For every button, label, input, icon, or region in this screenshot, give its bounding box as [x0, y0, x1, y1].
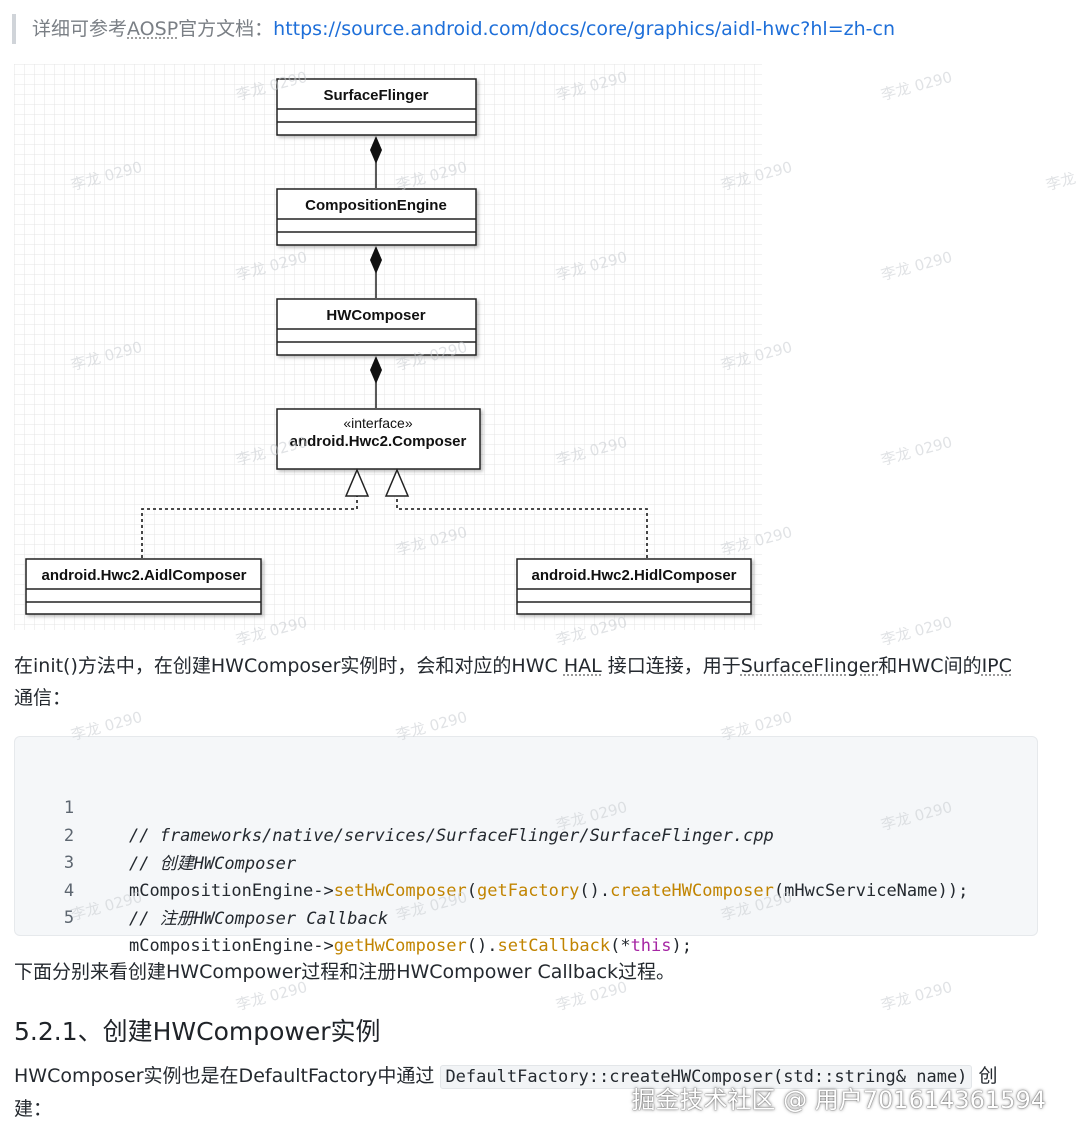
code-comment: // 创建HWComposer [129, 850, 296, 878]
aosp-term[interactable]: AOSP [127, 18, 178, 40]
line-number: 5 [59, 904, 79, 932]
tile-watermark: 李龙 0290 [879, 66, 955, 105]
code-function: createHWComposer [610, 881, 774, 901]
code-token: (). [467, 936, 498, 956]
line-number: 1 [59, 794, 79, 822]
tile-watermark: 李龙 0290 [879, 976, 955, 1015]
line-number: 3 [59, 849, 79, 877]
uml-class-diagram: SurfaceFlinger CompositionEngine HWCompo… [14, 64, 762, 630]
aosp-docs-link[interactable]: https://source.android.com/docs/core/gra… [273, 18, 895, 40]
paragraph-init-text-a: 在init()方法中，在创建HWComposer实例时，会和对应的HWC [14, 655, 564, 677]
code-token: (). [579, 881, 610, 901]
paragraph-init-text-c: 和HWC间的 [878, 655, 981, 677]
code-comment: // frameworks/native/services/SurfaceFli… [129, 822, 774, 850]
reference-quote: 详细可参考AOSP官方文档：https://source.android.com… [12, 14, 1052, 44]
code-function: getFactory [477, 881, 579, 901]
class-hwcomposer-name: HWComposer [326, 307, 425, 324]
code-token: mCompositionEngine-> [129, 936, 334, 956]
reference-suffix: 官方文档： [178, 18, 273, 40]
tile-watermark: 李龙 0290 [879, 246, 955, 285]
paragraph-overview: 下面分别来看创建HWCompower过程和注册HWCompower Callba… [14, 956, 675, 988]
tile-watermark: 李龙 0290 [879, 611, 955, 650]
code-block[interactable]: 1 // frameworks/native/services/SurfaceF… [14, 736, 1038, 936]
paragraph-init-text-d: 通信： [14, 687, 71, 709]
code-comment: // 注册HWComposer Callback [129, 905, 388, 933]
line-number: 4 [59, 877, 79, 905]
class-hidlcomposer-name: android.Hwc2.HidlComposer [531, 567, 736, 584]
surfaceflinger-term[interactable]: SurfaceFlinger [741, 655, 878, 677]
code-function: getHwComposer [334, 936, 467, 956]
code-token: ); [672, 936, 692, 956]
class-surfaceflinger-name: SurfaceFlinger [323, 87, 428, 104]
code-token: (* [610, 936, 630, 956]
code-line: mCompositionEngine->setHwComposer(getFac… [129, 877, 968, 905]
code-function: setHwComposer [334, 881, 467, 901]
hal-term[interactable]: HAL [564, 655, 602, 677]
paragraph-create-text-a: HWComposer实例也是在DefaultFactory中通过 [14, 1065, 440, 1087]
line-number: 2 [59, 822, 79, 850]
code-function: setCallback [497, 936, 610, 956]
code-token: (mHwcServiceName)); [774, 881, 968, 901]
section-heading: 5.2.1、创建HWCompower实例 [14, 1013, 381, 1051]
reference-prefix: 详细可参考 [32, 18, 127, 40]
ipc-term[interactable]: IPC [982, 655, 1012, 677]
interface-stereotype: «interface» [343, 415, 412, 431]
tile-watermark: 李龙 0290 [1044, 156, 1076, 195]
paragraph-init: 在init()方法中，在创建HWComposer实例时，会和对应的HWC HAL… [14, 650, 1044, 714]
code-token: ( [467, 881, 477, 901]
tile-watermark: 李龙 0290 [879, 431, 955, 470]
paragraph-init-text-b: 接口连接，用于 [602, 655, 741, 677]
class-compositionengine-name: CompositionEngine [305, 197, 447, 214]
code-keyword: this [631, 936, 672, 956]
class-aidlcomposer-name: android.Hwc2.AidlComposer [41, 567, 246, 584]
interface-composer-name: android.Hwc2.Composer [290, 433, 467, 450]
juejin-watermark: 掘金技术社区 @ 用户701614361594 [632, 1080, 1047, 1115]
code-token: mCompositionEngine-> [129, 881, 334, 901]
